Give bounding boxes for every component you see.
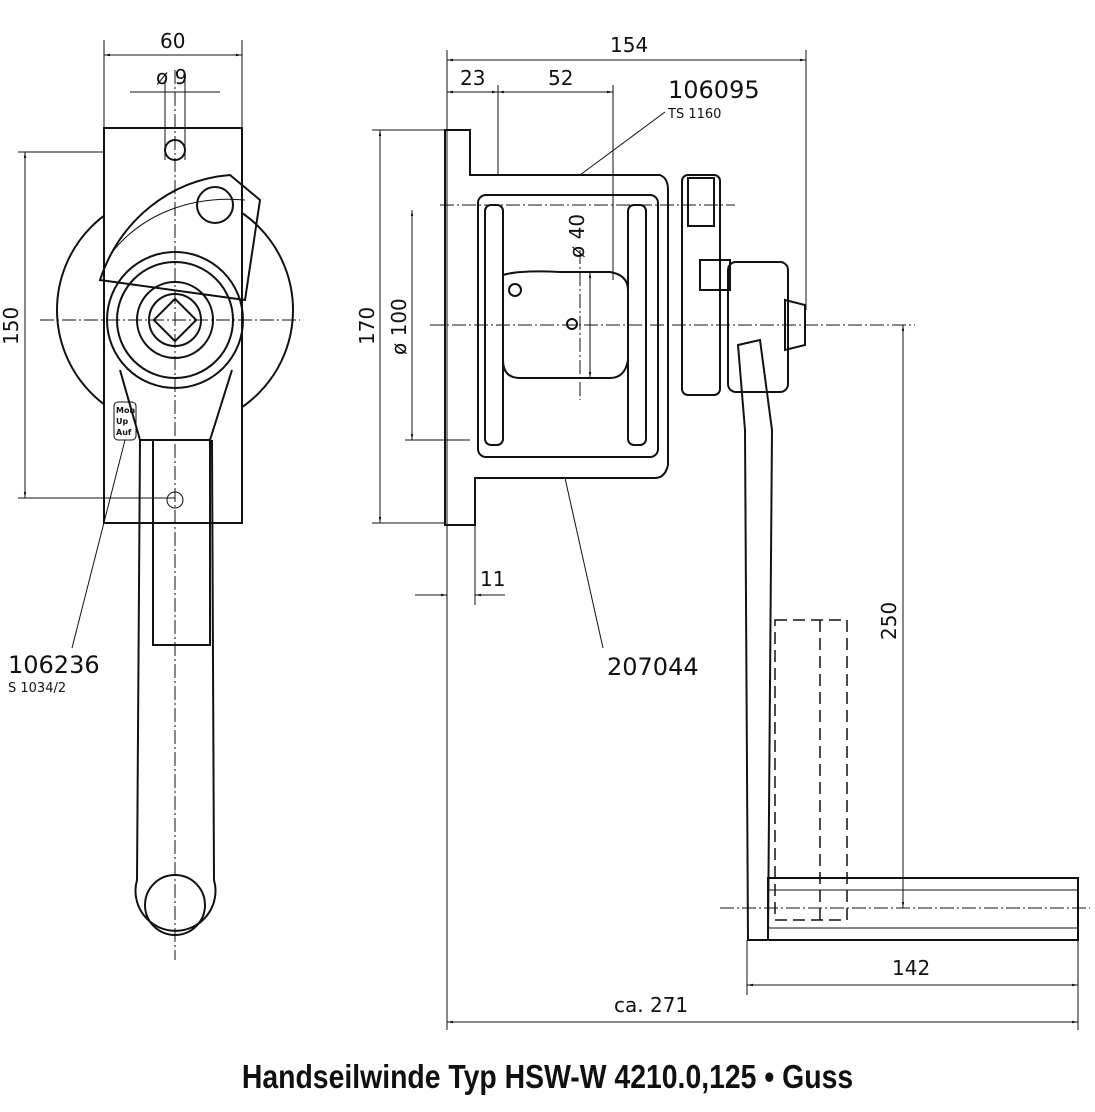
part-number-207044: 207044 xyxy=(607,653,699,681)
dim-width: 60 xyxy=(160,29,185,53)
mon-label: Mon xyxy=(116,406,135,415)
part-number-106236: 106236 xyxy=(8,651,100,679)
dim-crank: 250 xyxy=(877,602,901,640)
dim-52: 52 xyxy=(548,66,573,90)
dim-170: 170 xyxy=(355,307,379,345)
part-ref-s1034: S 1034/2 xyxy=(8,681,66,696)
up-label: Up xyxy=(116,417,128,426)
dim-flange: 11 xyxy=(480,567,505,591)
dim-core-diameter: ø 40 xyxy=(565,214,589,258)
dim-overall: 154 xyxy=(610,33,648,57)
dim-handle: 142 xyxy=(892,956,930,980)
part-ref-ts1160: TS 1160 xyxy=(667,107,721,122)
dim-drum-diameter: ø 100 xyxy=(387,298,411,355)
drawing-title: Handseilwinde Typ HSW-W 4210.0,125 • Gus… xyxy=(241,1058,854,1095)
part-number-106095: 106095 xyxy=(668,76,760,104)
side-view: 154 23 52 106095 TS 1160 170 ø 100 ø 40 … xyxy=(355,33,1090,1030)
auf-label: Auf xyxy=(116,428,132,437)
dim-bore: ø 9 xyxy=(156,65,187,89)
front-view: Mon Up Auf 60 ø 9 150 106236 S 1034/2 xyxy=(0,29,300,960)
dim-height: 150 xyxy=(0,307,23,345)
dim-total: ca. 271 xyxy=(614,993,688,1017)
dim-23: 23 xyxy=(460,66,485,90)
